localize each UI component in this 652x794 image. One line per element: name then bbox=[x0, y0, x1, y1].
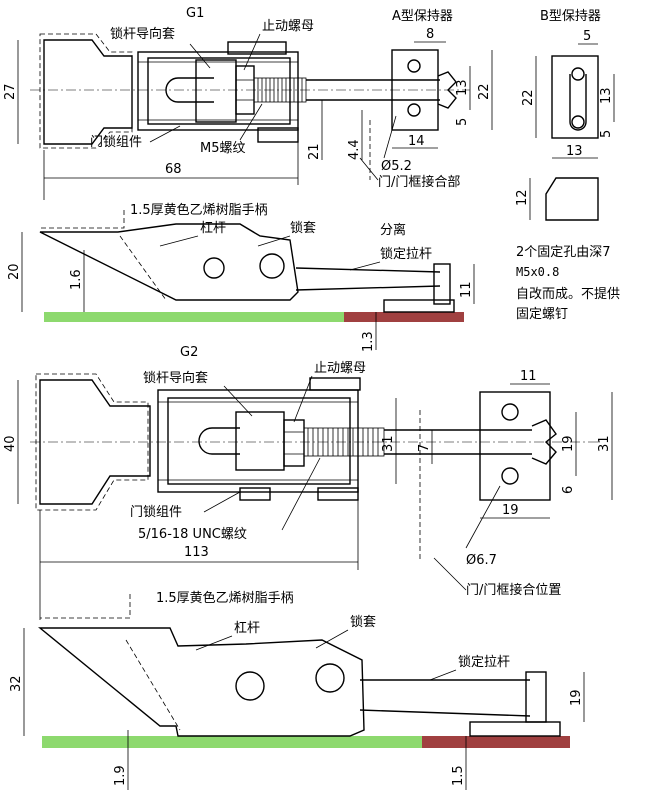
holder-b-dim-13b: 13 bbox=[566, 144, 583, 159]
g2-dim-32: 32 bbox=[9, 675, 24, 692]
g1-guide-sleeve-label: 锁杆导向套 bbox=[110, 26, 175, 42]
g1-sleeve-label: 锁套 bbox=[290, 220, 316, 236]
g2-frame-base bbox=[42, 736, 422, 748]
g2-dim-7: 7 bbox=[417, 444, 432, 452]
holder-b-dim-13a: 13 bbox=[599, 87, 614, 104]
holder-b: 5 22 13 5 13 12 bbox=[515, 29, 615, 221]
g1-thread-label: M5螺纹 bbox=[200, 141, 246, 156]
g2-guide-sleeve-label: 锁杆导向套 bbox=[143, 370, 208, 386]
g1-handle-note: 1.5厚黄色乙烯树脂手柄 bbox=[130, 202, 268, 218]
g2-side-view: 32 1.9 1.5 19 1.5厚黄色乙烯树脂手柄 杠杆 锁套 锁定拉杆 bbox=[9, 590, 585, 790]
g2-door-base bbox=[422, 736, 570, 748]
g1-door-base bbox=[344, 312, 464, 322]
g2-dim-19a: 19 bbox=[561, 435, 576, 452]
holder-b-label: B型保持器 bbox=[540, 9, 601, 24]
g2-thread-label: 5/16-18 UNC螺纹 bbox=[138, 527, 247, 542]
holder-b-dim-22: 22 bbox=[521, 89, 536, 106]
g1-dim-8: 8 bbox=[426, 27, 434, 42]
g2-dim-19b: 19 bbox=[502, 503, 519, 518]
g2-top-view: 40 113 31 7 11 19 31 6 19 Ø6.7 G2 锁杆导向套 … bbox=[3, 345, 613, 620]
g2-dim-31a: 31 bbox=[381, 435, 396, 452]
g1-lever-label: 杠杆 bbox=[200, 220, 226, 236]
note-line-2: M5x0.8 bbox=[516, 265, 559, 279]
holder-b-dim-5: 5 bbox=[583, 29, 591, 44]
holder-b-dim-5c: 5 bbox=[599, 130, 614, 138]
note-line-3: 自改而成。不提供 bbox=[516, 286, 620, 302]
g1-dim-14: 14 bbox=[408, 134, 425, 149]
g2-dim-31b: 31 bbox=[597, 435, 612, 452]
g1-dim-68: 68 bbox=[165, 162, 182, 177]
g2-latch-assembly-label: 门锁组件 bbox=[130, 504, 182, 520]
g1-dim-11: 11 bbox=[459, 281, 474, 298]
g1-top-view: 27 68 21 4.4 8 14 22 13 5 Ø5.2 G1 锁杆导向套 … bbox=[3, 6, 601, 200]
g2-dim-19d: 19 bbox=[569, 689, 584, 706]
holder-b-dim-12: 12 bbox=[515, 189, 530, 206]
g2-stop-nut-label: 止动螺母 bbox=[314, 361, 366, 376]
g1-frame-base bbox=[44, 312, 344, 322]
g2-dim-1.5: 1.5 bbox=[451, 765, 466, 786]
g2-title: G2 bbox=[180, 345, 198, 360]
g1-dim-4.4: 4.4 bbox=[347, 139, 362, 160]
g1-side-view: 20 1.6 11 1.3 1.5厚黄色乙烯树脂手柄 杠杆 锁套 分离 锁定拉杆… bbox=[7, 202, 620, 352]
g1-separate-label: 分离 bbox=[380, 222, 406, 238]
g1-dim-5.2: Ø5.2 bbox=[381, 159, 412, 174]
g2-handle-note: 1.5厚黄色乙烯树脂手柄 bbox=[156, 590, 294, 606]
g1-dim-22a: 22 bbox=[477, 83, 492, 100]
note-line-1: 2个固定孔由深7 bbox=[516, 245, 611, 260]
g1-dim-21: 21 bbox=[307, 143, 322, 160]
g2-dim-6: 6 bbox=[561, 486, 576, 494]
g2-dim-1.9: 1.9 bbox=[113, 765, 128, 786]
g2-dim-40: 40 bbox=[3, 435, 18, 452]
g1-title: G1 bbox=[186, 6, 204, 21]
g2-lever-label: 杠杆 bbox=[234, 620, 260, 636]
g2-dim-113: 113 bbox=[184, 545, 209, 560]
g1-dim-5a: 5 bbox=[455, 118, 470, 126]
g2-dim-6.7: Ø6.7 bbox=[466, 553, 497, 568]
g2-sleeve-label: 锁套 bbox=[350, 614, 376, 630]
note-line-4: 固定螺钉 bbox=[516, 307, 568, 322]
g2-door-joint-label: 门/门框接合位置 bbox=[466, 582, 561, 598]
g1-door-joint-label: 门/门框接合部 bbox=[378, 174, 460, 190]
g1-dim-1.6: 1.6 bbox=[69, 269, 84, 290]
g1-pull-rod-label: 锁定拉杆 bbox=[380, 246, 432, 262]
g1-dim-20: 20 bbox=[7, 263, 22, 280]
g1-latch-assembly-label: 门锁组件 bbox=[90, 134, 142, 150]
g2-pull-rod-label: 锁定拉杆 bbox=[458, 654, 510, 670]
g1-dim-27: 27 bbox=[3, 83, 18, 100]
g1-stop-nut-label: 止动螺母 bbox=[262, 19, 314, 34]
g2-dim-11: 11 bbox=[520, 369, 537, 384]
g1-dim-13a: 13 bbox=[455, 79, 470, 96]
g1-dim-1.3: 1.3 bbox=[361, 331, 376, 352]
holder-a-label: A型保持器 bbox=[392, 9, 453, 24]
